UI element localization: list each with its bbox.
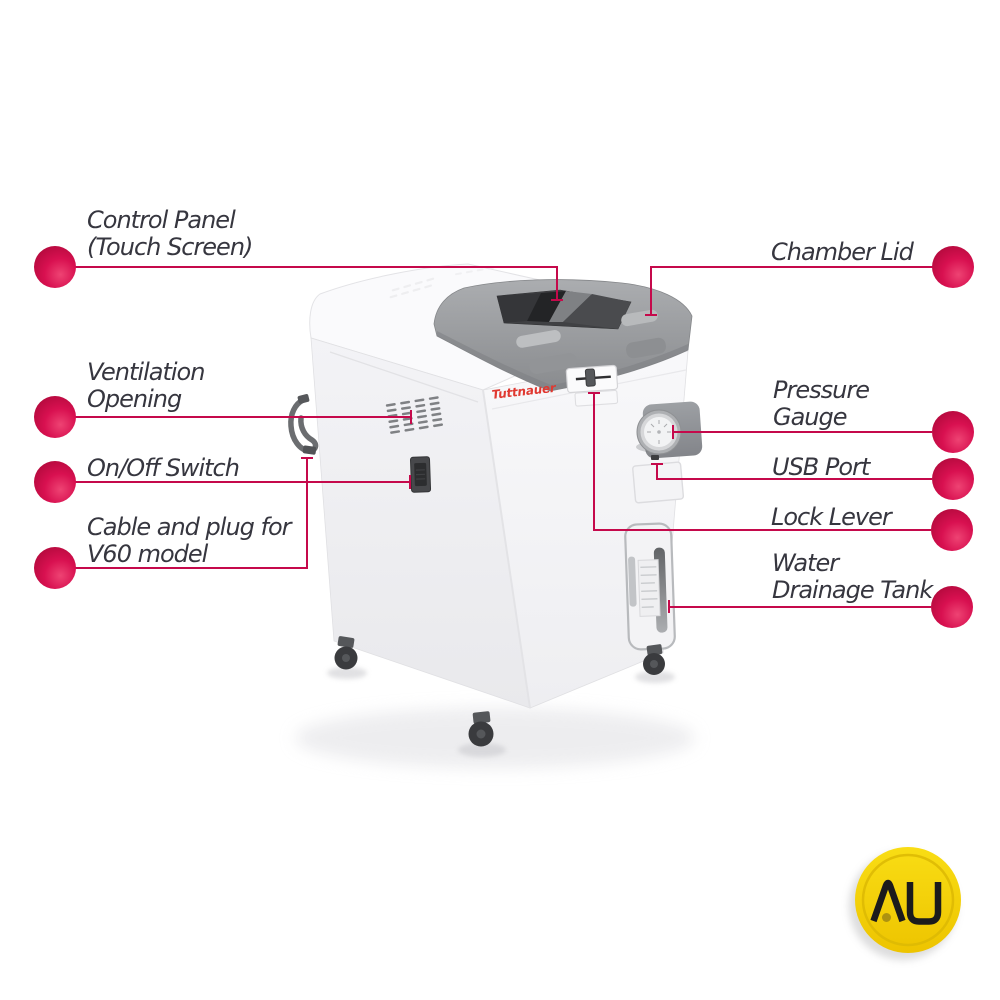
- corner-edge: [482, 389, 531, 709]
- leader-power: [75, 475, 411, 489]
- dot-power: [34, 461, 76, 503]
- label-line: Pressure: [773, 376, 870, 404]
- label-line: Opening: [87, 385, 182, 413]
- cable-and-plug: [288, 394, 319, 455]
- au-logo-badge: [849, 847, 961, 960]
- dot-lock-lever: [931, 509, 973, 551]
- lid-bottom-lip: [437, 331, 688, 391]
- label-control-panel: Control Panel (Touch Screen): [87, 206, 253, 261]
- label-usb-port: USB Port: [772, 453, 870, 481]
- label-line: (Touch Screen): [87, 233, 253, 261]
- label-chamber-lid: Chamber Lid: [771, 238, 914, 266]
- caster-wheel: [643, 644, 665, 675]
- water-drainage-tank: [624, 522, 676, 651]
- label-line: Control Panel: [87, 206, 236, 234]
- caster-shadow: [635, 671, 675, 683]
- label-water-tank: Water Drainage Tank: [772, 549, 933, 604]
- au-monogram-icon: [870, 879, 942, 925]
- label-ventilation: Ventilation Opening: [87, 358, 205, 413]
- front-access-panel: [632, 461, 685, 504]
- leader-lock-lever: [588, 392, 931, 531]
- callout-lines: [75, 266, 933, 613]
- leader-control-panel: [75, 266, 558, 299]
- label-line: Gauge: [773, 403, 848, 431]
- chamber-lid: [433, 279, 693, 392]
- label-power: On/Off Switch: [87, 454, 240, 482]
- touch-screen: [496, 289, 632, 330]
- label-line: V60 model: [87, 540, 208, 568]
- lid-grip-slot: [626, 337, 666, 359]
- label-line: Lock Lever: [771, 503, 892, 531]
- leader-pressure-gauge: [672, 425, 932, 439]
- label-cable: Cable and plug for V60 model: [87, 513, 292, 568]
- label-line: USB Port: [772, 453, 870, 481]
- caster-shadow: [327, 667, 367, 679]
- callout-dots: [34, 246, 974, 628]
- dot-cable: [34, 547, 76, 589]
- label-lock-lever: Lock Lever: [771, 503, 892, 531]
- dot-control-panel: [34, 246, 76, 288]
- dot-chamber-lid: [932, 246, 974, 288]
- label-line: Cable and plug for: [87, 513, 292, 541]
- caster-shadow: [458, 743, 506, 757]
- pressure-gauge: [636, 401, 703, 459]
- label-line: On/Off Switch: [87, 454, 240, 482]
- label-line: Drainage Tank: [772, 576, 933, 604]
- dot-pressure-gauge: [932, 411, 974, 453]
- machine-shadow: [295, 708, 695, 768]
- leader-usb-port: [651, 463, 932, 480]
- leader-cable: [75, 457, 313, 569]
- caster-wheel: [334, 636, 358, 670]
- leader-ventilation: [75, 410, 412, 424]
- dot-water-tank: [931, 586, 973, 628]
- lid-grip-notch: [516, 330, 561, 348]
- label-line: Ventilation: [87, 358, 205, 386]
- top-embossing: [389, 266, 495, 299]
- lid-grip-slot: [529, 353, 577, 374]
- ventilation-grille: [385, 396, 444, 434]
- left-seam: [329, 351, 479, 403]
- label-line: Water: [772, 549, 839, 577]
- label-pressure-gauge: Pressure Gauge: [773, 376, 870, 431]
- leader-chamber-lid: [645, 266, 933, 316]
- power-switch: [409, 456, 432, 493]
- usb-port: [651, 455, 659, 460]
- dot-usb-port: [932, 458, 974, 500]
- lid-grip-notch: [621, 309, 658, 327]
- lock-lever: [565, 364, 619, 407]
- leader-water-tank: [668, 600, 931, 613]
- caster-wheel: [468, 711, 494, 747]
- autoclave-machine: [288, 263, 703, 768]
- label-line: Chamber Lid: [771, 238, 914, 266]
- dot-ventilation: [34, 396, 76, 438]
